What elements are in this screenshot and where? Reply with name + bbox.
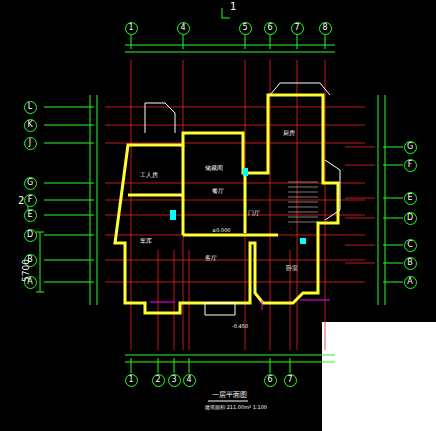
axis-bubble: D xyxy=(24,229,37,242)
axis-bubble: G xyxy=(404,141,417,154)
axis-label: E xyxy=(27,211,32,219)
axis-bubble: L xyxy=(24,101,37,114)
axis-label: 6 xyxy=(267,24,272,32)
room-label: 客厅 xyxy=(205,255,217,261)
elevation: ±0.000 xyxy=(212,228,231,233)
axis-label: 8 xyxy=(322,24,327,32)
axis-label: G xyxy=(407,143,413,151)
axis-label: D xyxy=(27,231,33,239)
axis-label: 5 xyxy=(242,24,247,32)
axis-label: 1 xyxy=(128,24,133,32)
axis-label: C xyxy=(407,241,413,249)
axis-label: L xyxy=(28,103,32,111)
room-label: 厨房 xyxy=(283,130,295,136)
axis-label: J xyxy=(29,139,31,147)
axis-bubble: 4 xyxy=(177,22,190,35)
axis-label: 6 xyxy=(267,376,272,384)
axis-bubble: A xyxy=(404,276,417,289)
elevation: -0.450 xyxy=(232,324,248,329)
axis-label: F xyxy=(28,196,33,204)
axis-label: E xyxy=(407,194,412,202)
axis-label: 4 xyxy=(180,24,185,32)
axis-label: 3 xyxy=(171,376,176,384)
axis-label: F xyxy=(408,161,413,169)
room-label: 车库 xyxy=(140,238,152,244)
room-label: 工人房 xyxy=(140,172,158,178)
axis-bubble: 4 xyxy=(183,374,196,387)
axis-bubble: C xyxy=(404,239,417,252)
axis-label: 4 xyxy=(186,376,191,384)
axis-bubble: 1 xyxy=(125,22,138,35)
drawing-caption: 建筑面积:211.00m² 1:100 xyxy=(205,405,267,410)
axis-bubble: 6 xyxy=(264,22,277,35)
axis-bubble: B xyxy=(404,257,417,270)
axis-bubble: 6 xyxy=(264,374,277,387)
axis-bubble: 2 xyxy=(152,374,165,387)
axis-label: 7 xyxy=(287,376,292,384)
room-label: 门厅 xyxy=(248,210,260,216)
axis-bubble: E xyxy=(24,209,37,222)
axis-label: 7 xyxy=(294,24,299,32)
axis-bubble: K xyxy=(24,119,37,132)
section-mark: 1 xyxy=(230,2,236,12)
axis-label: B xyxy=(407,259,413,267)
section-mark: 2 xyxy=(18,196,24,206)
axis-label: G xyxy=(27,179,33,187)
axis-bubble: 3 xyxy=(168,374,181,387)
axis-bubble: 8 xyxy=(319,22,332,35)
drawing-title: 一层平面图 xyxy=(212,392,247,399)
axis-bubble: 5 xyxy=(239,22,252,35)
room-label: 卧室 xyxy=(286,265,298,271)
axis-bubble: D xyxy=(404,212,417,225)
axis-bubble: G xyxy=(24,177,37,190)
room-label: 储藏间 xyxy=(205,165,223,171)
room-label: 餐厅 xyxy=(212,188,224,194)
axis-bubble: F xyxy=(404,159,417,172)
axis-bubble: F xyxy=(24,194,37,207)
axis-label: D xyxy=(407,214,413,222)
dimension: 5700 xyxy=(22,259,31,282)
axis-bubble: E xyxy=(404,192,417,205)
axis-label: 1 xyxy=(128,376,133,384)
axis-bubble: 7 xyxy=(291,22,304,35)
axis-label: A xyxy=(407,278,412,286)
axis-bubble: 7 xyxy=(284,374,297,387)
axis-bubble: 1 xyxy=(125,374,138,387)
axis-label: 2 xyxy=(155,376,160,384)
axis-bubble: J xyxy=(24,137,37,150)
axis-label: K xyxy=(27,121,32,129)
